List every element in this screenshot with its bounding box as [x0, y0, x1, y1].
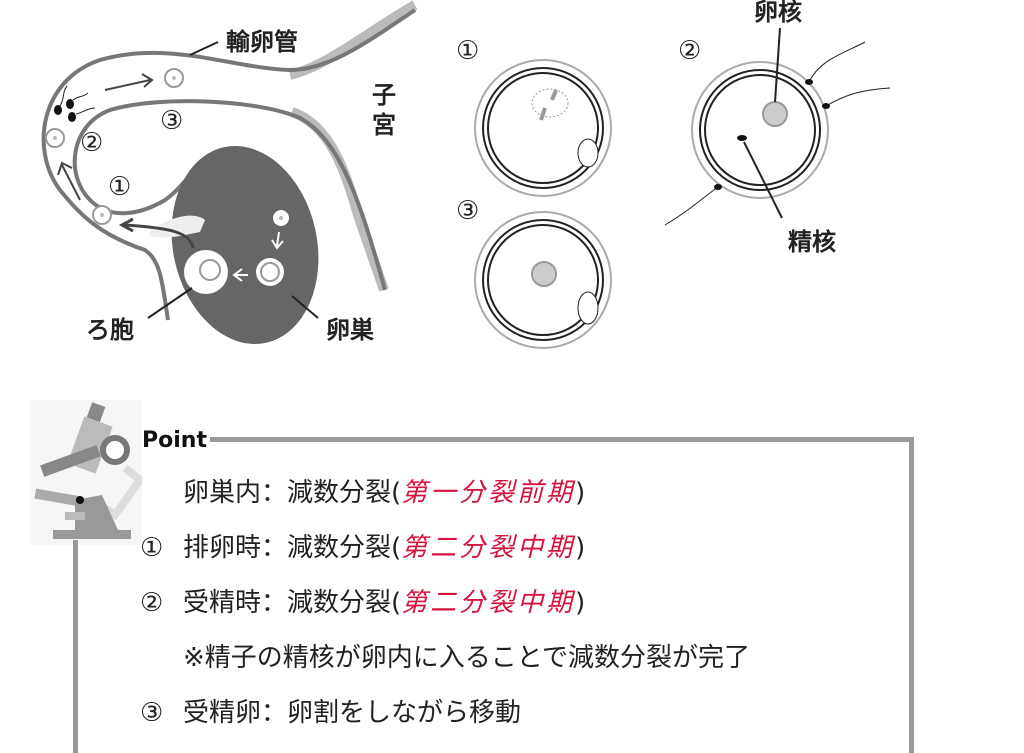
stage-mark-2: ②	[80, 128, 104, 158]
handwritten-answer: 第二分裂中期	[401, 533, 576, 563]
cell-mark-1: ①	[456, 36, 480, 66]
point-frame-left	[73, 540, 78, 753]
stage-mark-1: ①	[108, 172, 132, 202]
point-title: Point	[142, 428, 207, 453]
cell-mark-3: ③	[456, 196, 480, 226]
microscope-icon	[30, 400, 142, 545]
reproductive-diagram	[41, 0, 891, 349]
label-ovary: 卵巣	[326, 316, 374, 344]
oviduct-inner	[72, 99, 387, 291]
label-oviduct: 輸卵管	[226, 28, 298, 56]
point-line-1: 卵巣内：減数分裂(第一分裂前期)	[183, 478, 586, 508]
point-frame-right	[909, 437, 914, 753]
oviduct-outer	[41, 8, 417, 321]
handwritten-answer: 第一分裂前期	[401, 478, 576, 508]
cell-mark-2: ②	[678, 36, 702, 66]
ovary	[171, 146, 319, 344]
fimbria	[150, 215, 205, 238]
label-uterus: 子宮	[372, 81, 396, 139]
uterus-wall-top	[288, 0, 418, 80]
label-follicle: ろ胞	[86, 316, 134, 344]
point-line-note: ※精子の精核が卵内に入ることで減数分裂が完了	[183, 643, 751, 673]
stage-mark-3: ③	[160, 106, 184, 136]
label-egg-nucleus: 卵核	[754, 0, 802, 26]
label-sperm-nucleus: 精核	[788, 228, 836, 256]
point-frame-top	[210, 437, 914, 442]
handwritten-answer: 第二分裂中期	[401, 588, 576, 618]
